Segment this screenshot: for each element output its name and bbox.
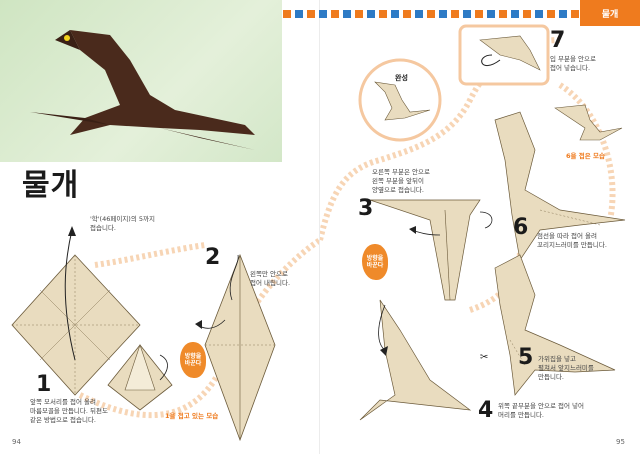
header-square	[439, 10, 447, 18]
header-square	[331, 10, 339, 18]
origami-seal-photo-illustration	[30, 30, 255, 150]
step1-hint: '학'(46페이지)의 5까지 접습니다.	[90, 215, 155, 232]
step3-text: 오른쪽 부분은 안으로 왼쪽 부분을 앞뒤이 양옆으로 접습니다.	[372, 168, 430, 194]
header-square	[379, 10, 387, 18]
step7-number: 7	[550, 28, 566, 53]
header-square	[547, 10, 555, 18]
step6-caption: 6을 접은 모습	[566, 152, 605, 160]
header-square	[355, 10, 363, 18]
rotate-badge-1: 방향을 바꾼다	[180, 342, 206, 378]
left-page: 물개 '학'(46페이지)의 5까지 접습니다. 1을 접고 있는 모습 1 앞…	[0, 0, 320, 446]
header-square	[511, 10, 519, 18]
header-square	[403, 10, 411, 18]
step5-text: 가위집을 넣고 펼쳐서 앞지느러미를 만듭니다.	[538, 355, 594, 381]
header-square	[559, 10, 567, 18]
header-square	[415, 10, 423, 18]
header-square	[343, 10, 351, 18]
page-number-left: 94	[12, 438, 21, 446]
header-square	[427, 10, 435, 18]
header-square	[307, 10, 315, 18]
step1-number: 1	[36, 372, 52, 397]
step4-text: 위쪽 끝부분을 안으로 접어 넣어 머리를 만듭니다.	[498, 402, 585, 419]
svg-text:✂: ✂	[480, 352, 488, 363]
step1-progress-diagram	[107, 344, 173, 411]
header-square	[499, 10, 507, 18]
step3-number: 3	[358, 196, 374, 221]
step7-text: 입 부분을 안으로 접어 넣습니다.	[550, 55, 596, 72]
header-square	[571, 10, 579, 18]
header-square	[523, 10, 531, 18]
chapter-banner: 물개	[580, 0, 640, 26]
step2-text: 왼쪽만 안으로 접어 내립니다.	[250, 270, 291, 287]
step6-text: 점선을 따라 접어 올려 꼬리지느러미를 만듭니다.	[537, 232, 607, 249]
header-square	[475, 10, 483, 18]
step5-number: 5	[518, 345, 534, 370]
header-square	[295, 10, 303, 18]
page-title: 물개	[22, 168, 80, 203]
step1-diagram	[11, 226, 141, 396]
header-square	[535, 10, 543, 18]
page-number-right: 95	[616, 438, 625, 446]
header-square	[319, 10, 327, 18]
header-square	[391, 10, 399, 18]
header-square	[451, 10, 459, 18]
step6-number: 6	[513, 215, 529, 240]
header-square	[283, 10, 291, 18]
header-square	[487, 10, 495, 18]
step1-text: 앞쪽 모서리를 접어 올려 마름모꼴을 만듭니다. 뒤편도 같은 방법으로 접습…	[30, 398, 108, 424]
rotate-badge-2: 방향을 바꾼다	[362, 244, 388, 280]
complete-label: 완성	[395, 74, 408, 82]
step2-number: 2	[205, 245, 221, 270]
seal-photo	[0, 0, 282, 162]
header-square	[367, 10, 375, 18]
step2-diagram	[195, 253, 276, 442]
header-squares	[283, 10, 579, 20]
step1-caption: 1을 접고 있는 모습	[165, 412, 219, 420]
step4-number: 4	[478, 398, 494, 423]
header-square	[463, 10, 471, 18]
dotted-guide-path-left	[78, 237, 320, 419]
